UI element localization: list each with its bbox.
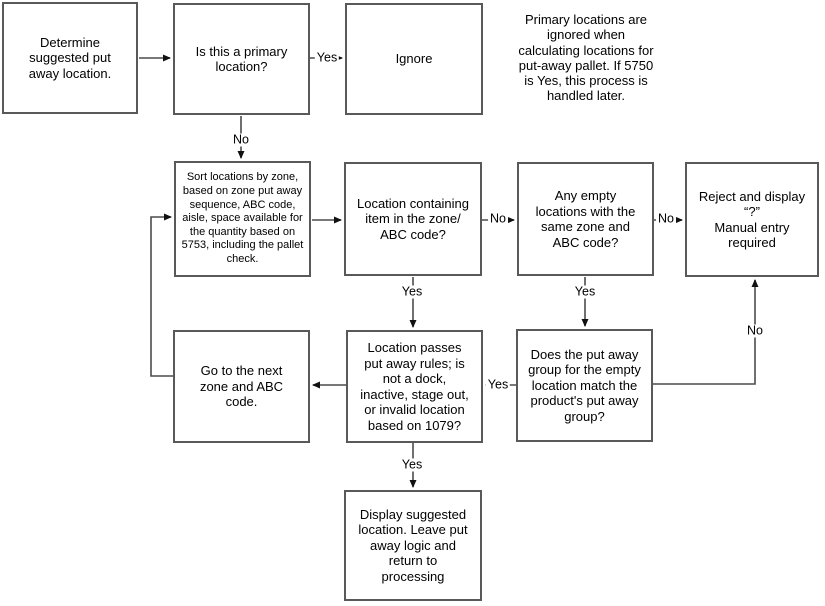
- edge-label-primary-no: No: [231, 132, 251, 147]
- edge-label-group-yes: Yes: [485, 377, 511, 392]
- edge-label-empty-yes: Yes: [572, 284, 598, 299]
- box-sort-locations: Sort locations by zone, based on zone pu…: [174, 161, 311, 277]
- box-any-empty-locations: Any empty locations with the same zone a…: [517, 162, 654, 276]
- box-display-suggested: Display suggested location. Leave put aw…: [344, 490, 482, 601]
- edge-label-passes-yes: Yes: [399, 457, 425, 472]
- box-reject-manual-entry: Reject and display “?” Manual entry requ…: [685, 162, 819, 277]
- box-determine-put-away: Determine suggested put away location.: [2, 2, 138, 114]
- box-location-passes-rules: Location passes put away rules; is not a…: [346, 330, 483, 443]
- connector-group-reject: [653, 279, 759, 385]
- box-ignore: Ignore: [345, 3, 483, 115]
- box-location-containing-item: Location containing item in the zone/ AB…: [344, 162, 482, 276]
- edge-label-primary-yes: Yes: [314, 50, 340, 65]
- connector-next-sort: [150, 213, 173, 377]
- edge-label-empty-no: No: [656, 211, 676, 226]
- box-is-primary-location: Is this a primary location?: [173, 3, 310, 115]
- edge-label-containing-yes: Yes: [399, 284, 425, 299]
- box-next-zone-abc: Go to the next zone and ABC code.: [173, 330, 310, 443]
- edge-label-containing-no: No: [488, 211, 508, 226]
- box-put-away-group-match: Does the put away group for the empty lo…: [516, 329, 653, 442]
- edge-label-group-no: No: [745, 323, 765, 338]
- annotation-primary-locations: Primary locations are ignored when calcu…: [518, 12, 654, 104]
